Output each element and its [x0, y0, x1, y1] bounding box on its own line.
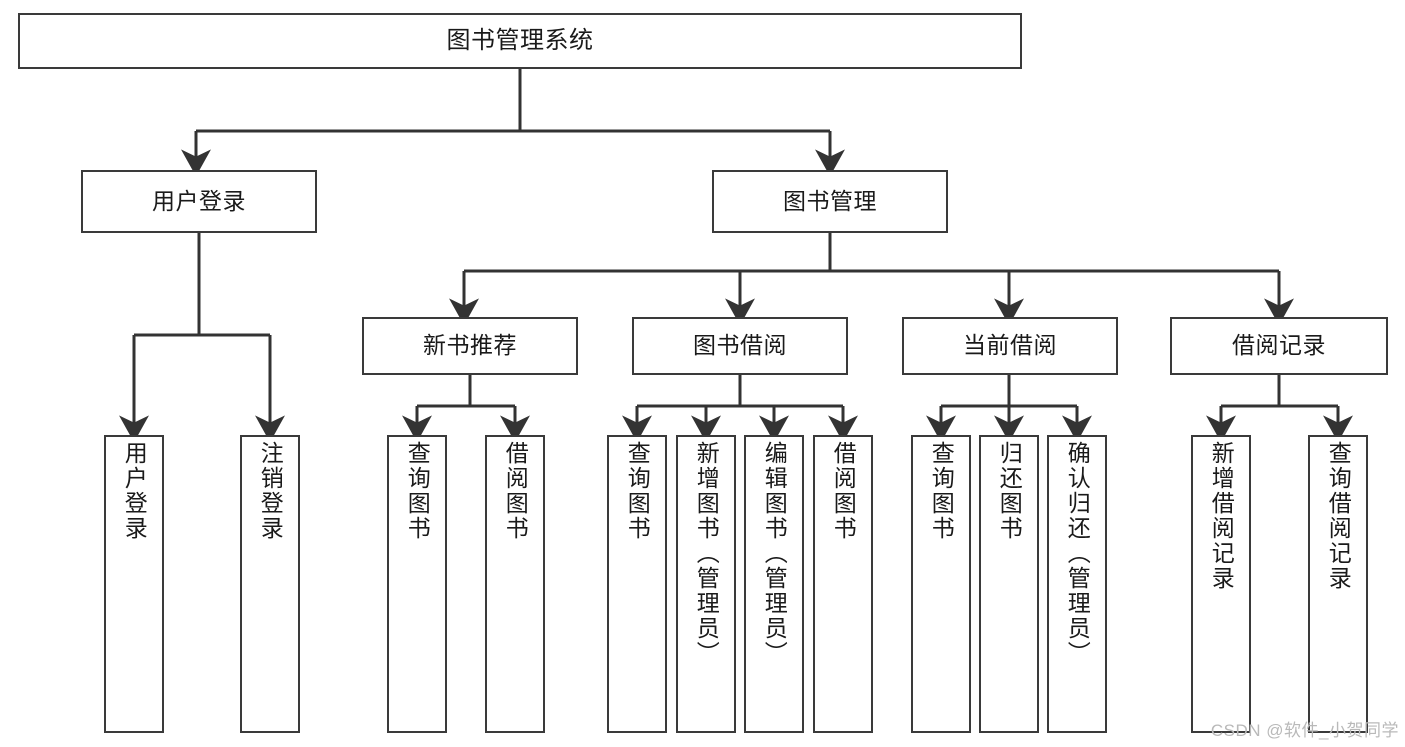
node-label: 编辑图书（管理员）: [761, 441, 788, 666]
node-label: 查询图书: [404, 441, 431, 541]
leaf-borrow-record-add[interactable]: 新增借阅记录: [1191, 435, 1251, 733]
node-label: 用户登录: [152, 187, 246, 214]
leaf-user-login-logout[interactable]: 注销登录: [240, 435, 300, 733]
leaf-book-borrow-query[interactable]: 查询图书: [607, 435, 667, 733]
node-label: 查询借阅记录: [1325, 441, 1352, 591]
node-label: 新书推荐: [423, 332, 517, 359]
node-label: 查询图书: [928, 441, 955, 541]
node-current-borrow[interactable]: 当前借阅: [902, 317, 1118, 375]
node-label: 图书管理: [783, 187, 877, 214]
node-new-book-recommend[interactable]: 新书推荐: [362, 317, 578, 375]
leaf-book-borrow-borrow[interactable]: 借阅图书: [813, 435, 873, 733]
node-label: 借阅图书: [830, 441, 857, 541]
leaf-user-login-login[interactable]: 用户登录: [104, 435, 164, 733]
leaf-current-borrow-confirm-return[interactable]: 确认归还（管理员）: [1047, 435, 1107, 733]
node-user-login[interactable]: 用户登录: [81, 170, 317, 233]
node-label: 查询图书: [624, 441, 651, 541]
node-borrow-record[interactable]: 借阅记录: [1170, 317, 1388, 375]
node-label: 新增借阅记录: [1208, 441, 1235, 591]
node-label: 归还图书: [996, 441, 1023, 541]
leaf-book-borrow-add[interactable]: 新增图书（管理员）: [676, 435, 736, 733]
leaf-new-book-query[interactable]: 查询图书: [387, 435, 447, 733]
node-label: 图书借阅: [693, 332, 787, 359]
node-label: 借阅图书: [502, 441, 529, 541]
node-label: 新增图书（管理员）: [693, 441, 720, 666]
node-book-borrow[interactable]: 图书借阅: [632, 317, 848, 375]
node-label: 当前借阅: [963, 332, 1057, 359]
node-label: 确认归还（管理员）: [1064, 441, 1091, 666]
node-book-management[interactable]: 图书管理: [712, 170, 948, 233]
node-label: 用户登录: [121, 441, 148, 541]
leaf-current-borrow-query[interactable]: 查询图书: [911, 435, 971, 733]
leaf-current-borrow-return[interactable]: 归还图书: [979, 435, 1039, 733]
leaf-borrow-record-query[interactable]: 查询借阅记录: [1308, 435, 1368, 733]
node-root-book-management-system[interactable]: 图书管理系统: [18, 13, 1022, 69]
node-label: 注销登录: [257, 441, 284, 541]
node-label: 借阅记录: [1232, 332, 1326, 359]
leaf-new-book-borrow[interactable]: 借阅图书: [485, 435, 545, 733]
leaf-book-borrow-edit[interactable]: 编辑图书（管理员）: [744, 435, 804, 733]
node-label: 图书管理系统: [446, 26, 594, 54]
